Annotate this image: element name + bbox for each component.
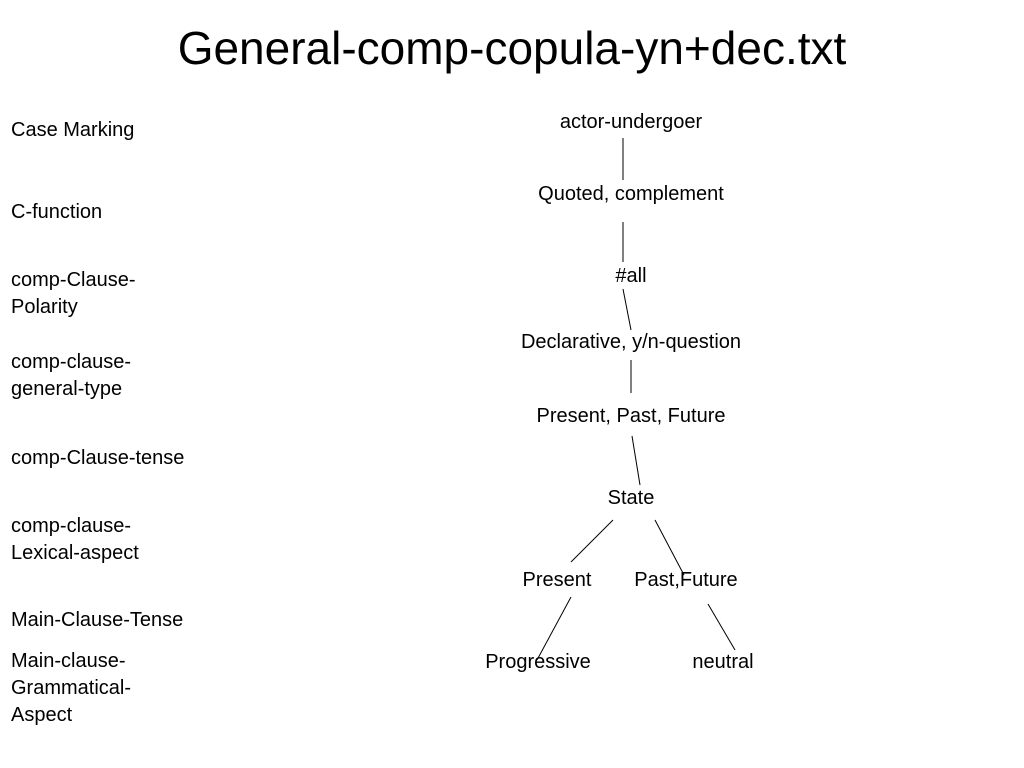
node-present: Present	[522, 569, 592, 591]
level-label-main-clause-tense: Main-Clause-Tense	[11, 609, 184, 631]
level-label-comp-clause-tense: comp-Clause-tense	[11, 447, 185, 469]
edge-tense-state	[631, 435, 641, 486]
level-label-comp-clause-lexical-aspect: comp-clause-Lexical-aspect	[11, 515, 139, 564]
node-actor-undergoer: actor-undergoer	[559, 111, 703, 133]
node-declarative-yn-question: Declarative, y/n-question	[520, 331, 742, 353]
node-progressive: Progressive	[485, 651, 591, 673]
level-label-c-function: C-function	[11, 201, 103, 223]
edge-state-present	[570, 519, 614, 563]
node-past-future: Past,Future	[634, 569, 738, 591]
node-state: State	[607, 487, 655, 509]
node-quoted-complement: Quoted, complement	[538, 183, 724, 205]
edge-all-declarative	[622, 288, 632, 331]
page-title: General-comp-copula-yn+dec.txt	[177, 22, 847, 74]
node-all: #all	[615, 265, 647, 287]
node-neutral: neutral	[692, 651, 754, 673]
level-label-comp-clause-polarity: comp-Clause-Polarity	[11, 269, 136, 318]
level-label-main-clause-grammatical-aspect: Main-clause-Grammatical-Aspect	[11, 650, 132, 726]
edge-past-future-neutral	[707, 603, 736, 651]
level-label-case-marking: Case Marking	[11, 119, 135, 141]
edge-state-past-future	[654, 519, 685, 576]
edge-present-progressive	[536, 596, 572, 661]
node-present-past-future: Present, Past, Future	[536, 405, 726, 427]
level-label-comp-clause-general-type: comp-clause-general-type	[11, 351, 132, 400]
